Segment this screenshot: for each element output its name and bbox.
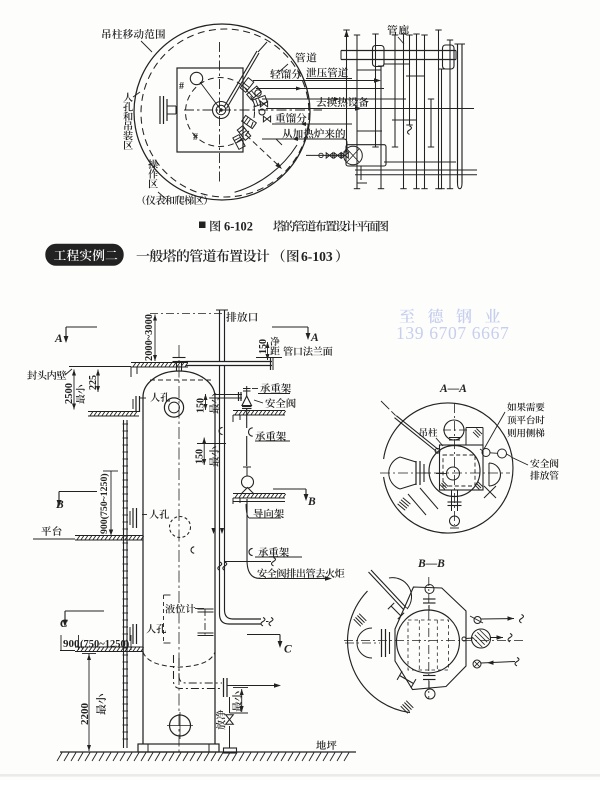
svg-text:150: 150: [196, 398, 207, 413]
svg-text:150: 150: [258, 339, 269, 354]
svg-text:A: A: [54, 333, 63, 345]
svg-text:(750~1250): (750~1250): [80, 639, 130, 650]
svg-text:139 6707 6667: 139 6707 6667: [396, 323, 509, 343]
svg-text:A—A: A—A: [439, 383, 467, 395]
svg-text:B: B: [307, 496, 316, 508]
svg-text:B: B: [55, 499, 64, 511]
svg-text:900: 900: [63, 638, 80, 650]
svg-text:C: C: [284, 644, 292, 656]
svg-text:2000~3000: 2000~3000: [144, 314, 155, 361]
svg-text:B—B: B—B: [417, 558, 445, 570]
svg-text:900(750~1250): 900(750~1250): [99, 473, 110, 534]
svg-text:2200: 2200: [79, 703, 91, 726]
svg-text:#: #: [193, 132, 198, 143]
svg-text:150: 150: [195, 449, 206, 464]
svg-text:A: A: [310, 332, 319, 344]
svg-text:#: #: [179, 81, 184, 92]
svg-text:6-102: 6-102: [224, 220, 253, 234]
svg-text:225: 225: [88, 375, 99, 390]
svg-text:C: C: [60, 618, 68, 630]
svg-text:6-103: 6-103: [301, 249, 333, 264]
svg-text:2500: 2500: [64, 383, 75, 404]
